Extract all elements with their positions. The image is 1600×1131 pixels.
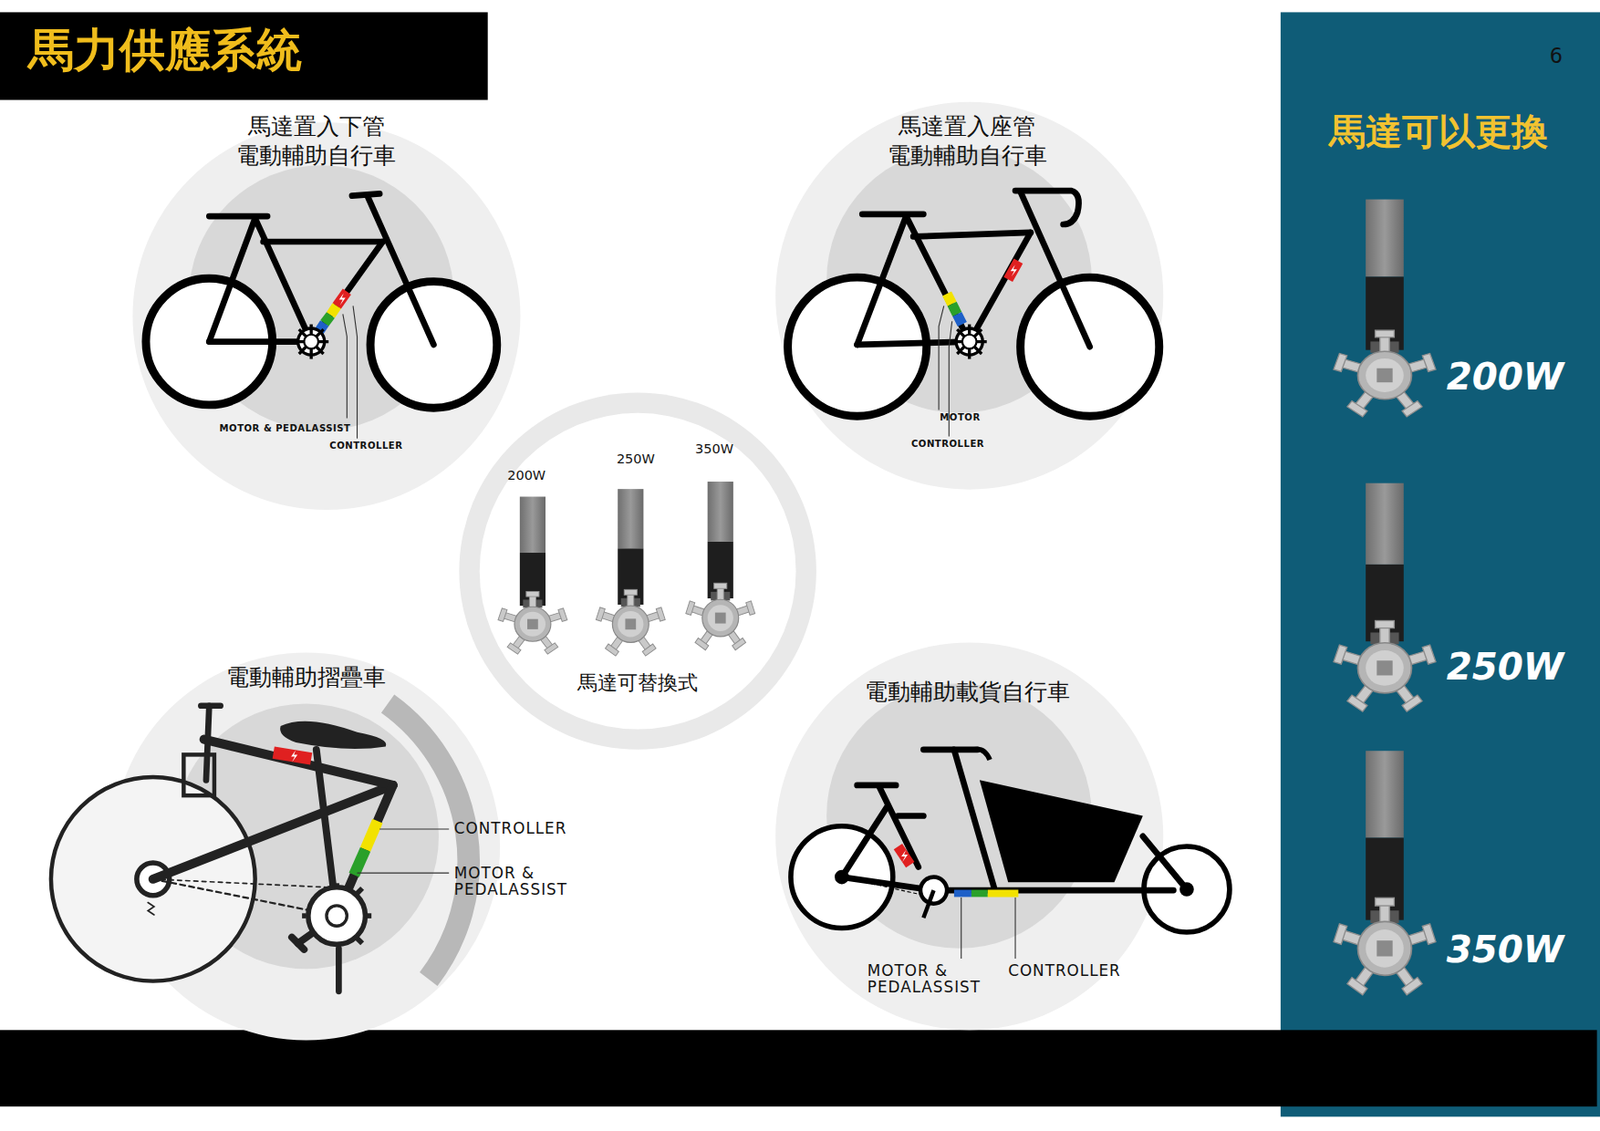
- part-label: MOTOR & PEDALASSIST: [867, 962, 1011, 997]
- part-label: CONTROLLER: [454, 820, 568, 838]
- part-label: CONTROLLER: [329, 440, 403, 452]
- node-text: 電動輔助載貨自行車: [864, 677, 1071, 707]
- node-text: 馬達置入座管 電動輔助自行車: [885, 112, 1050, 171]
- node-text: 350W: [695, 440, 734, 458]
- part-label: MOTOR & PEDALASSIST: [454, 864, 598, 899]
- page-title: 馬力供應系統: [28, 22, 302, 78]
- node-text: 電動輔助摺疊車: [226, 663, 386, 693]
- part-label: CONTROLLER: [911, 438, 985, 450]
- node-text: 200W: [1446, 353, 1565, 402]
- circle-group: 馬達置入座管 電動輔助自行車: [775, 102, 1164, 510]
- circle-group: 電動輔助摺疊車: [112, 653, 500, 1041]
- side-panel: 6 馬達可以更換 200W 250W 350W: [1280, 11, 1600, 1030]
- part-label: CONTROLLER: [1007, 962, 1122, 980]
- node-text: 馬達可替換式: [577, 669, 698, 697]
- node-text: 馬達置入下管 電動輔助自行車: [234, 112, 398, 171]
- circle-group: 馬達置入下管 電動輔助自行車: [132, 102, 520, 510]
- node-text: 馬達可以更換: [1329, 108, 1549, 156]
- node-text: 250W: [1446, 644, 1565, 692]
- node-text: 250W: [616, 450, 655, 468]
- node-text: 6: [1549, 42, 1563, 70]
- node-text: 350W: [1446, 926, 1565, 975]
- part-label: MOTOR & PEDALASSIST: [219, 423, 352, 435]
- node-text: 200W: [507, 467, 546, 485]
- part-label: MOTOR: [939, 412, 980, 424]
- motor-circle: 200W 250W 350W 馬達可替換式: [458, 393, 817, 751]
